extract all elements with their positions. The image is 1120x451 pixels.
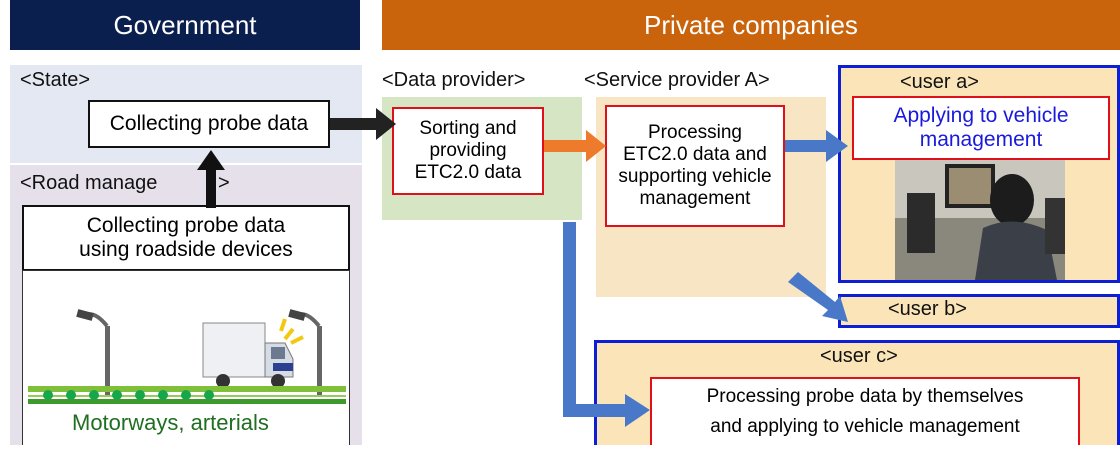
user-b-panel	[838, 294, 1120, 328]
user-b-label: <user b>	[888, 298, 967, 320]
road-scene-graphic	[28, 309, 346, 404]
probe-sensor-dots	[43, 390, 214, 400]
road-manager-label-end: >	[218, 172, 230, 194]
arrow-data-to-service-provider	[544, 130, 606, 162]
user-c-text: Processing probe data by themselves and …	[706, 385, 1024, 437]
arrow-state-to-data-provider	[330, 108, 396, 140]
data-provider-text: Sorting and providing ETC2.0 data	[414, 118, 522, 183]
user-a-photo	[895, 148, 1065, 280]
road-manager-label-start: <Road manage	[20, 172, 158, 194]
operator-at-computer-icon	[895, 148, 1065, 280]
user-a-box: Applying to vehicle management	[852, 96, 1110, 160]
state-collecting-box: Collecting probe data	[88, 100, 330, 148]
roadside-collecting-text: Collecting probe data using roadside dev…	[79, 213, 293, 261]
service-provider-text: Processing ETC2.0 data and supporting ve…	[618, 122, 772, 209]
user-a-label: <user a>	[900, 71, 979, 93]
government-header: Government	[10, 0, 360, 50]
arrow-data-to-user-c	[563, 222, 650, 427]
arrow-service-to-user-a	[785, 130, 848, 162]
road-illustration	[22, 270, 350, 445]
service-provider-box: Processing ETC2.0 data and supporting ve…	[605, 105, 785, 227]
state-collecting-text: Collecting probe data	[109, 111, 309, 135]
data-provider-box: Sorting and providing ETC2.0 data	[392, 107, 544, 195]
signal-spark-icon	[279, 318, 304, 345]
user-a-text: Applying to vehicle management	[893, 103, 1069, 151]
data-provider-label: <Data provider>	[382, 69, 526, 91]
private-companies-header: Private companies	[382, 0, 1120, 50]
arrow-road-to-state	[197, 150, 225, 208]
arrow-service-to-user-b	[788, 272, 848, 322]
state-label: <State>	[20, 69, 91, 91]
road-manager-label: <Road manage	[20, 172, 157, 195]
truck-icon	[202, 322, 294, 388]
roadside-collecting-box: Collecting probe data using roadside dev…	[22, 205, 350, 271]
service-provider-label: <Service provider A>	[584, 69, 770, 91]
road-caption: Motorways, arterials	[72, 410, 269, 435]
user-c-label: <user c>	[820, 345, 898, 367]
user-c-box: Processing probe data by themselves and …	[650, 377, 1080, 445]
